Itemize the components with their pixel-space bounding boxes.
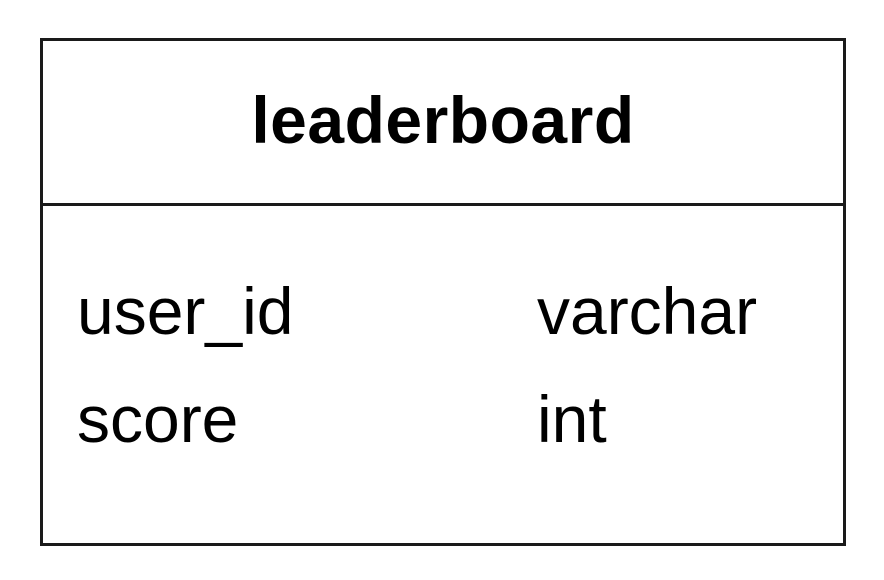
field-name: score bbox=[77, 382, 239, 456]
field-row-score: score int bbox=[43, 386, 843, 494]
field-type: varchar bbox=[537, 274, 758, 348]
entity-header: leaderboard bbox=[43, 41, 843, 206]
field-type: int bbox=[537, 382, 607, 456]
entity-box-leaderboard: leaderboard user_id varchar score int bbox=[40, 38, 846, 546]
field-name: user_id bbox=[77, 274, 294, 348]
entity-title: leaderboard bbox=[251, 83, 635, 157]
field-row-user-id: user_id varchar bbox=[43, 278, 843, 386]
entity-fields: user_id varchar score int bbox=[43, 206, 843, 494]
